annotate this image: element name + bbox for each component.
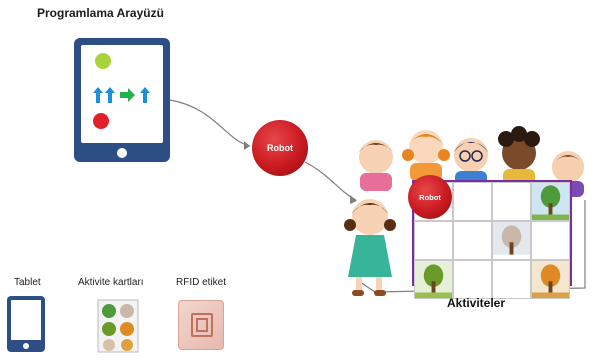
legend-tablet-label: Tablet — [14, 277, 41, 288]
grid-cell — [414, 221, 453, 261]
grid-cell-tree-green — [414, 260, 453, 300]
grid-cell — [453, 182, 492, 222]
activities-label: Aktiviteler — [447, 296, 506, 310]
grid-cell — [453, 260, 492, 300]
arrow-sequence-icon — [93, 87, 150, 103]
tree-icon — [493, 222, 530, 260]
diagram-title: Programlama Arayüzü — [37, 6, 164, 20]
tree-icon — [532, 183, 569, 221]
robot-main: Robot — [252, 120, 308, 176]
kid-front-girl — [344, 199, 396, 296]
tree-icon — [415, 261, 452, 299]
activity-grid — [412, 180, 572, 300]
grid-cell — [492, 260, 531, 300]
grid-cell-tree-autumn — [531, 260, 570, 300]
legend-rfid-label: RFID etiket — [176, 277, 227, 288]
grid-cell — [453, 221, 492, 261]
tree-icon — [532, 261, 569, 299]
red-stop-dot — [93, 113, 109, 129]
robot-on-grid: Robot — [408, 175, 452, 219]
kid-2 — [402, 130, 450, 181]
legend-cards-label: Aktivite kartları — [78, 277, 144, 288]
tablet-home-button — [117, 148, 127, 158]
programming-tablet — [74, 38, 170, 162]
kid-1 — [358, 140, 394, 191]
grid-cell-tree-green — [531, 182, 570, 222]
grid-cell-tree-bare — [492, 221, 531, 261]
kid-4 — [498, 126, 540, 185]
green-start-dot — [95, 53, 111, 69]
grid-cell — [531, 221, 570, 261]
tablet-icon — [7, 296, 45, 352]
tablet-screen — [81, 45, 163, 143]
activity-cards-icon — [97, 299, 139, 353]
grid-cell — [492, 182, 531, 222]
rfid-tag-icon — [178, 300, 224, 350]
